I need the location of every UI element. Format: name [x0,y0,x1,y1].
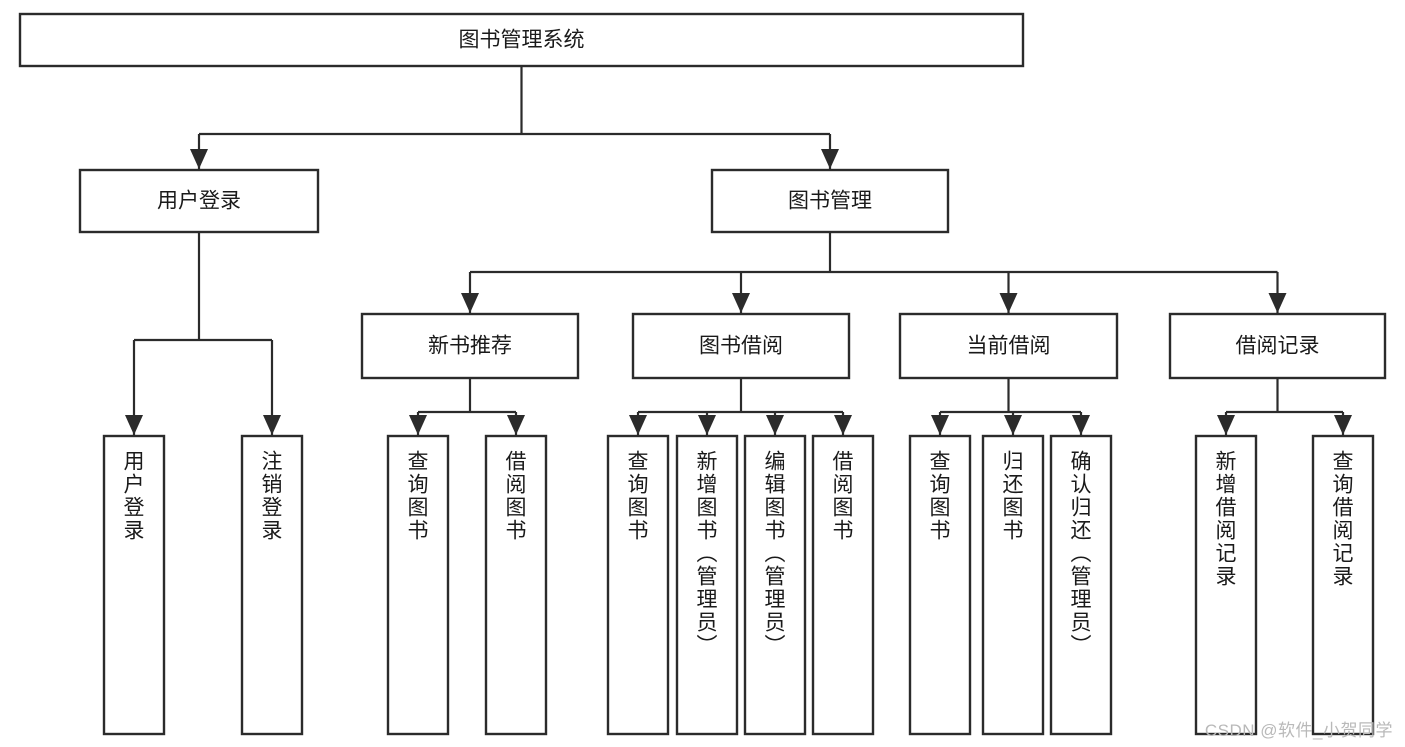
arrow-head-icon-current-return-book [1004,415,1022,435]
node-box-book-borrow[interactable] [631,312,851,380]
node-label-user-login: 用户登录 [157,190,241,213]
watermark: CSDN @软件_小贺同学 [1204,721,1393,740]
node-label-borrow-records: 借阅记录 [1236,335,1320,358]
node-box-current-confirm-return[interactable] [1049,434,1113,736]
arrow-head-icon-current-confirm-return [1072,415,1090,435]
node-box-current-query-book[interactable] [908,434,972,736]
boxes-layer [18,12,1387,736]
arrow-head-icon-borrow-borrow-book [834,415,852,435]
arrow-head-icon-user-login-do [125,415,143,435]
node-box-new-book-recommend[interactable] [360,312,580,380]
arrow-head-icon-current-borrow [999,293,1018,313]
node-box-borrow-edit-book[interactable] [743,434,807,736]
arrow-head-icon-borrow-records [1268,293,1287,313]
node-box-borrow-borrow-book[interactable] [811,434,875,736]
node-label-book-borrow: 图书借阅 [699,335,783,358]
node-box-book-management[interactable] [710,168,950,234]
arrow-head-icon-recommend-borrow-book [507,415,525,435]
arrow-head-icon-user-logout [263,415,281,435]
node-box-recommend-query-book[interactable] [386,434,450,736]
arrow-head-icon-book-management [821,149,839,169]
node-box-user-logout[interactable] [240,434,304,736]
node-box-current-borrow[interactable] [898,312,1119,380]
node-box-recommend-borrow-book[interactable] [484,434,548,736]
node-label-book-management: 图书管理 [788,190,872,213]
node-label-new-book-recommend: 新书推荐 [428,335,512,358]
arrow-head-icon-borrow-edit-book [766,415,784,435]
arrow-head-icon-current-query-book [931,415,949,435]
arrow-head-icon-borrow-add-book [698,415,716,435]
node-box-borrow-records[interactable] [1168,312,1387,380]
arrow-head-icon-new-book-recommend [461,293,479,313]
arrow-head-icon-record-query [1334,415,1352,435]
arrow-head-icon-borrow-query-book [629,415,647,435]
arrow-head-icon-book-borrow [732,293,750,313]
connectors-layer [125,66,1352,435]
node-box-current-return-book[interactable] [981,434,1045,736]
node-box-record-add[interactable] [1194,434,1258,736]
node-box-user-login[interactable] [78,168,320,234]
node-box-borrow-add-book[interactable] [675,434,739,736]
node-label-current-borrow: 当前借阅 [967,335,1051,358]
node-label-root: 图书管理系统 [459,29,585,52]
node-box-root[interactable] [18,12,1025,68]
arrow-head-icon-user-login [190,149,208,169]
node-box-record-query[interactable] [1311,434,1375,736]
arrow-head-icon-recommend-query-book [409,415,427,435]
node-box-borrow-query-book[interactable] [606,434,670,736]
node-box-user-login-do[interactable] [102,434,166,736]
arrow-head-icon-record-add [1217,415,1235,435]
